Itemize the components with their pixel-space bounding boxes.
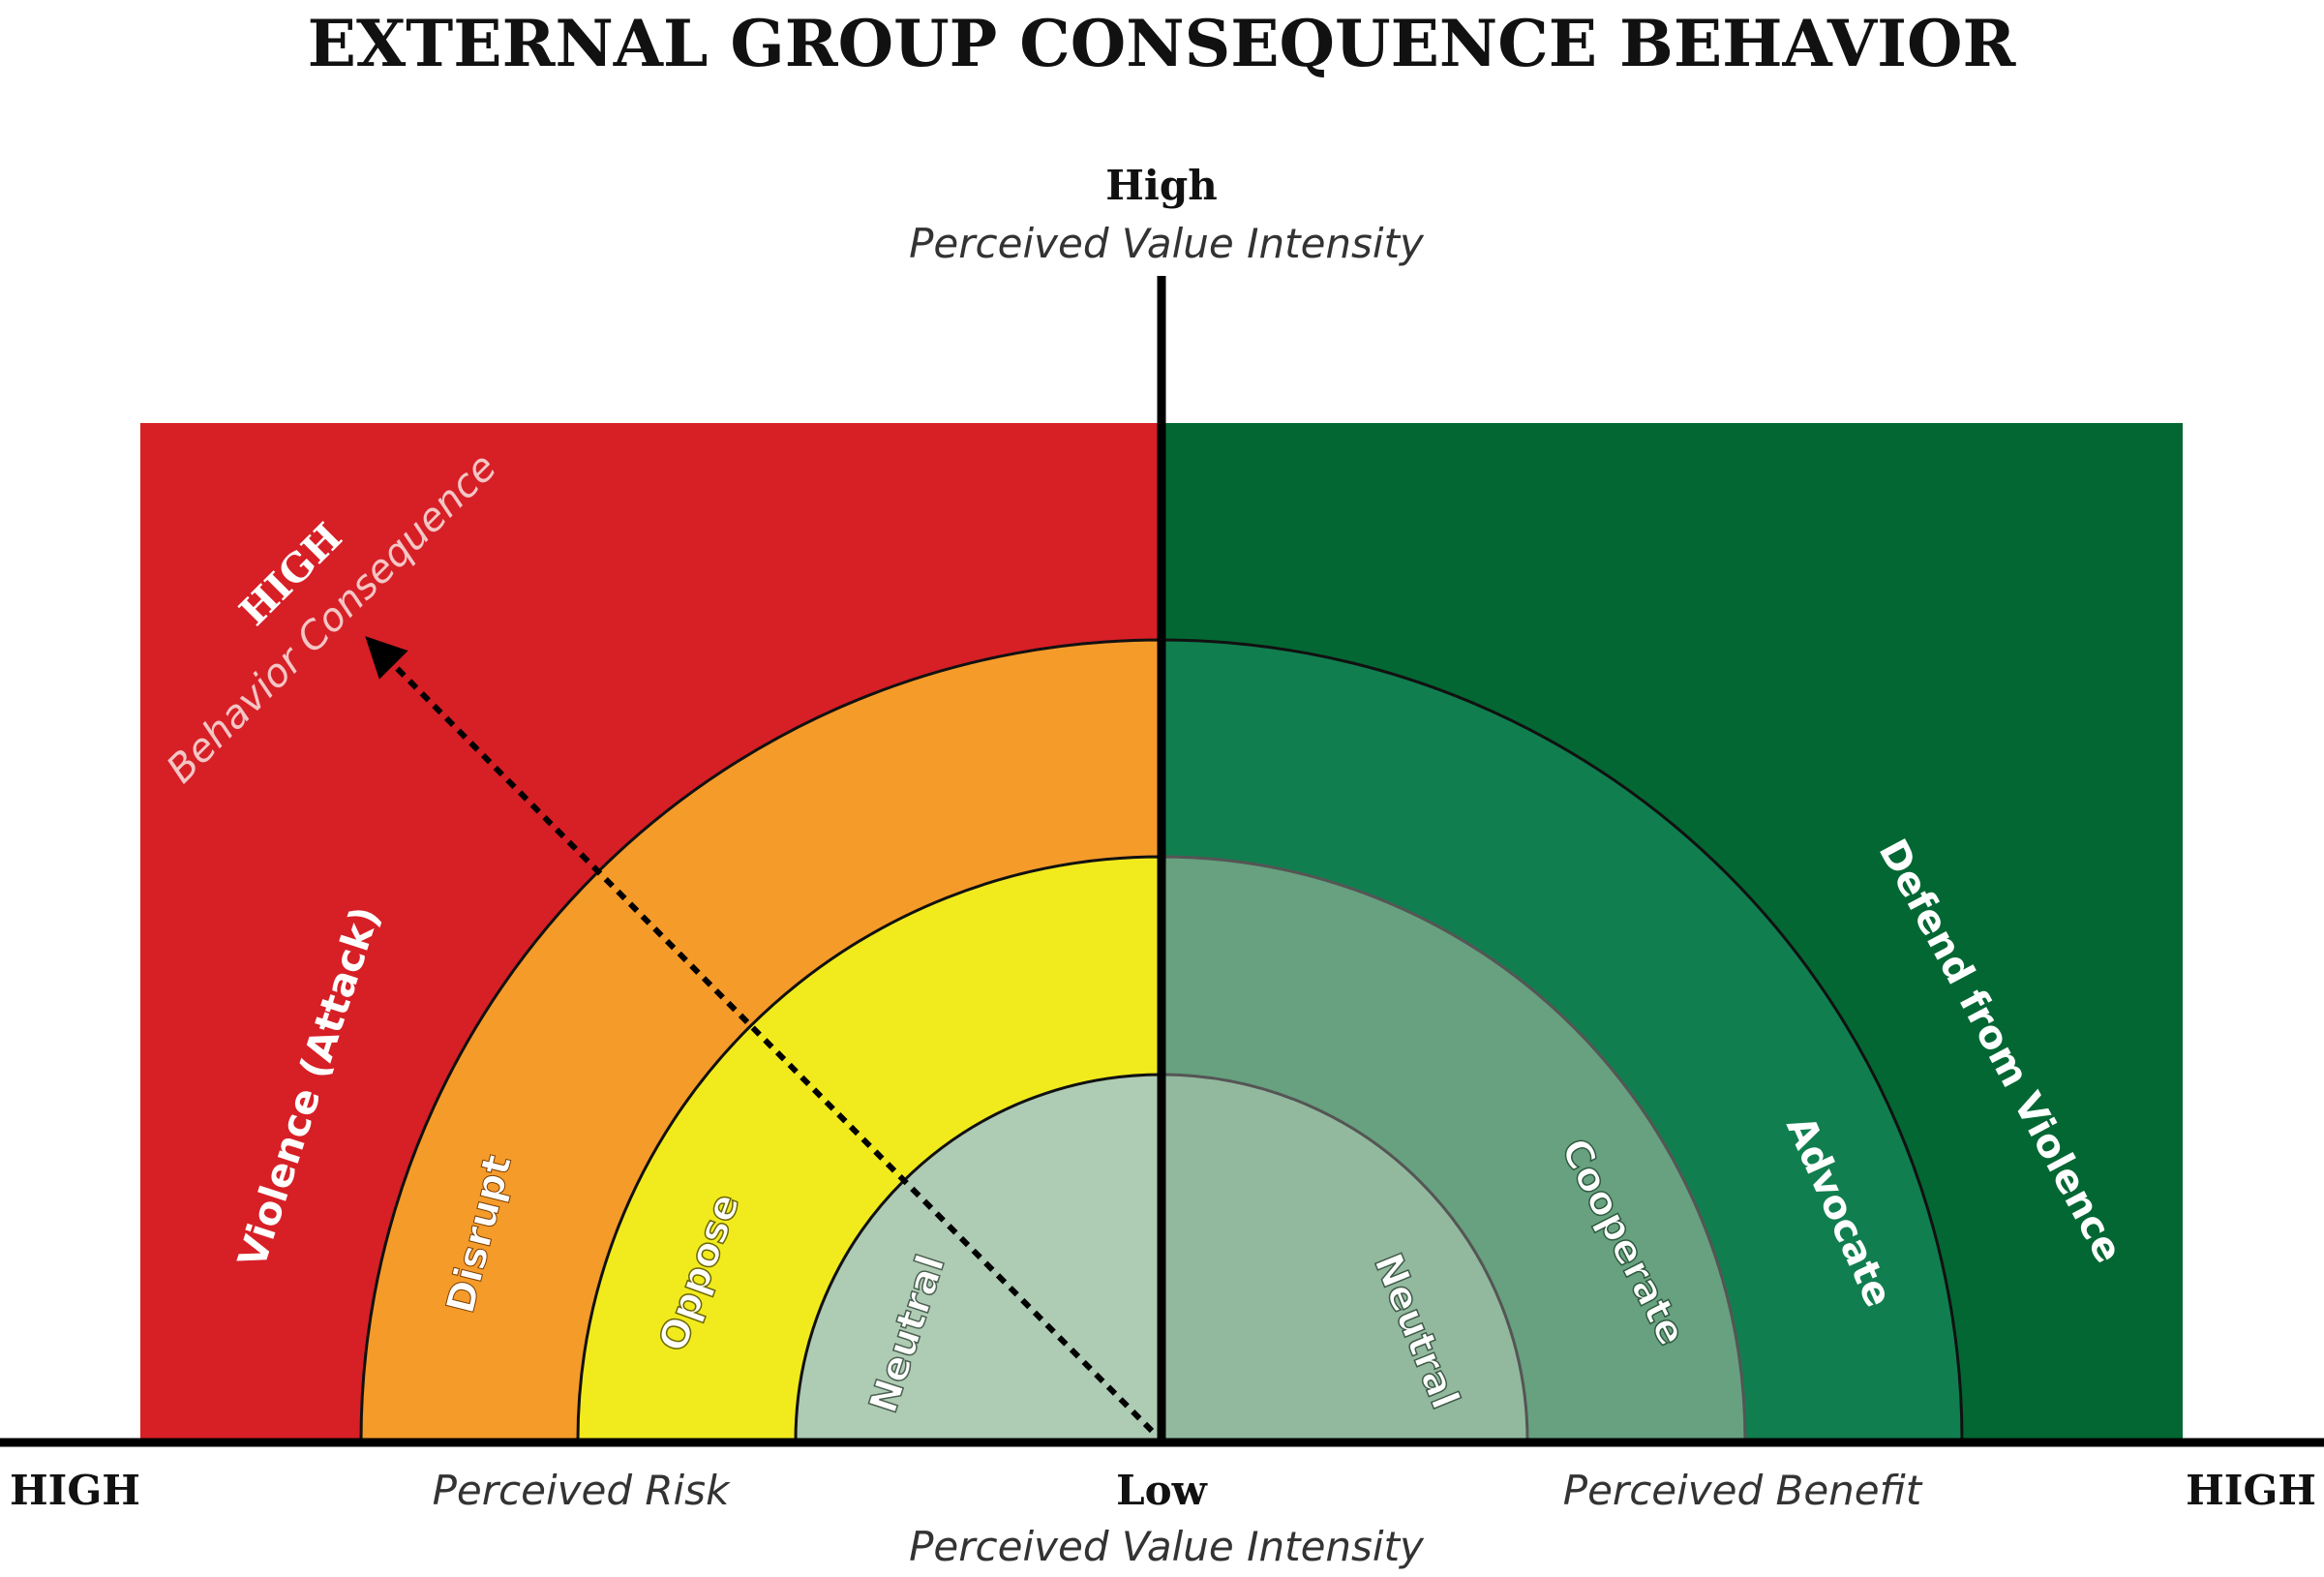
diagram-title: EXTERNAL GROUP CONSEQUENCE BEHAVIOR xyxy=(308,6,2017,81)
behavior-consequence-arrow xyxy=(365,636,1155,1434)
top-axis-level: High xyxy=(1105,162,1218,209)
top-axis-label: Perceived Value Intensity xyxy=(909,220,1425,267)
left-axis-level: HIGH xyxy=(10,1467,140,1514)
left-axis-label: Perceived Risk xyxy=(433,1467,731,1514)
bottom-axis-label: Perceived Value Intensity xyxy=(909,1523,1425,1570)
right-axis-level: HIGH xyxy=(2186,1467,2316,1514)
bottom-axis-level: Low xyxy=(1116,1467,1208,1514)
benefit-neutral-band xyxy=(1160,1073,1529,1442)
right-axis-label: Perceived Benefit xyxy=(1563,1467,1923,1514)
